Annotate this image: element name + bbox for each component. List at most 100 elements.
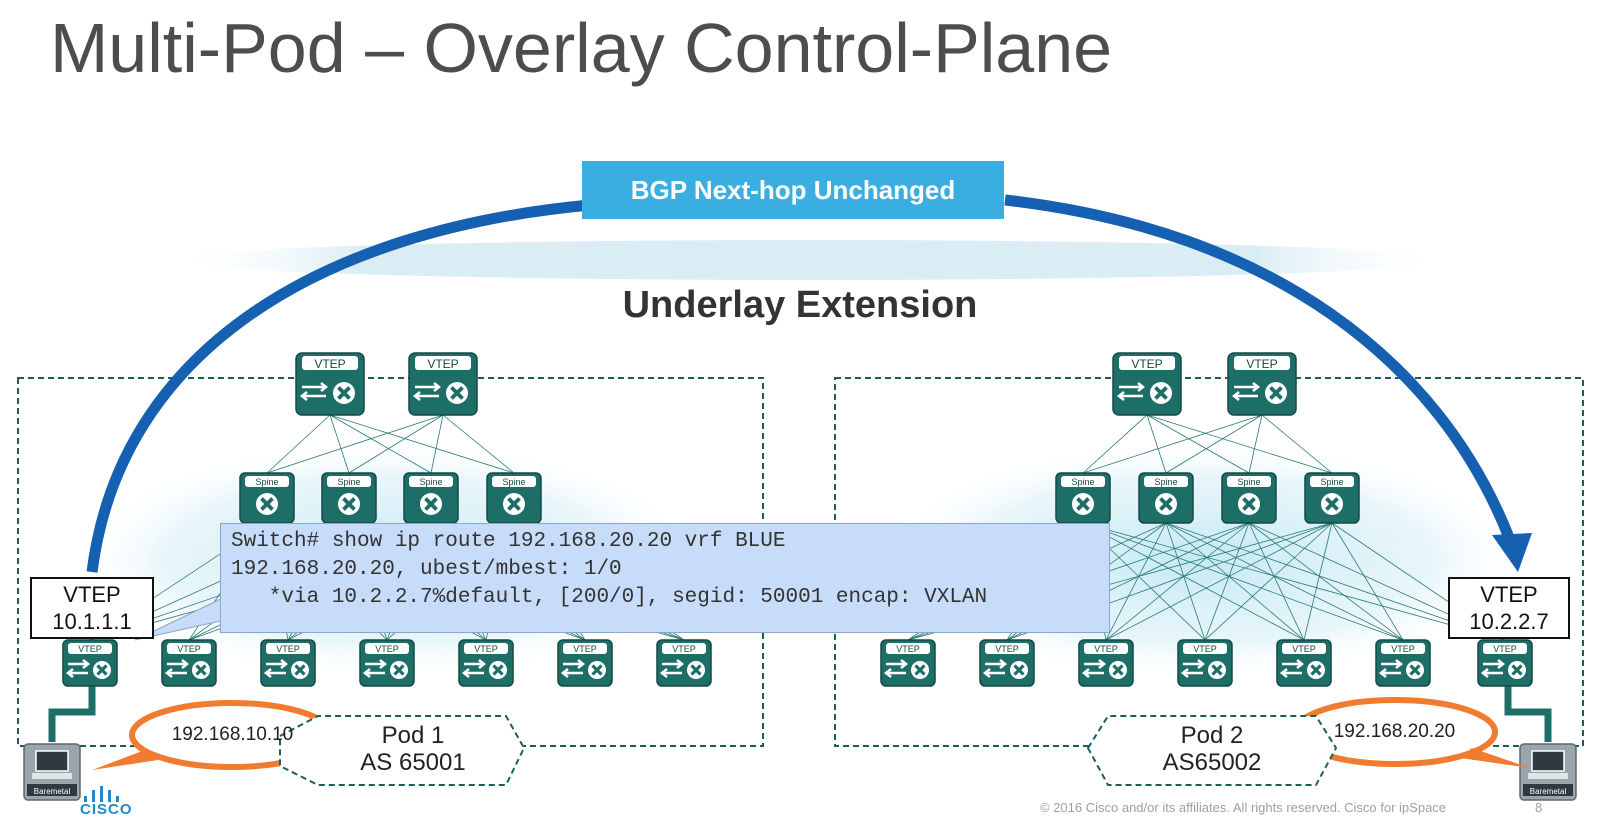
vtep-tag: VTEP [672, 644, 696, 654]
pod1-leaf-vtep-5: VTEP [458, 639, 514, 687]
pod1-label-shape [279, 715, 526, 786]
pod2-border-spine-link [1146, 414, 1250, 474]
vtep-tag: VTEP [375, 644, 399, 654]
pod1-baremetal-host: Baremetal [23, 743, 81, 801]
pod2-vtep-label: VTEP 10.2.2.7 [1448, 577, 1570, 639]
pod2-leaf-vtep-1: VTEP [880, 639, 936, 687]
vtep-tag: VTEP [276, 644, 300, 654]
pod1-leaf-vtep-2: VTEP [161, 639, 217, 687]
host2-ip: 192.168.20.20 [1333, 721, 1456, 742]
pod1-as: AS 65001 [360, 749, 466, 776]
pod2-baremetal-host: Baremetal [1519, 743, 1577, 801]
pod2-spine-leaf-link [1105, 522, 1167, 641]
vtep-tag: VTEP [1131, 357, 1162, 371]
pod2-spine-3: Spine [1221, 472, 1277, 524]
cisco-logo-bar [92, 790, 95, 802]
vtep-tag: VTEP [1193, 644, 1217, 654]
pod2-spine-1: Spine [1055, 472, 1111, 524]
pod2-label: Pod 2 AS65002 [1112, 722, 1312, 776]
pod1-spine-3: Spine [403, 472, 459, 524]
pod2-leaf-vtep-4: VTEP [1177, 639, 1233, 687]
cisco-logo-bar [108, 790, 111, 802]
cisco-logo-bar [84, 796, 87, 802]
host1-callout-tail [92, 750, 158, 770]
vtep-tag: VTEP [995, 644, 1019, 654]
pod2-label-shape [1086, 715, 1338, 786]
pod2-vtep-name: VTEP [1480, 582, 1538, 607]
bgp-arc-left [86, 199, 591, 573]
cisco-logo-bar [100, 786, 103, 802]
pod1-leaf-vtep-1: VTEP [62, 639, 118, 687]
pod2-vtep-ip: 10.2.2.7 [1469, 609, 1549, 634]
pod2-spine-leaf-link [1165, 522, 1206, 641]
pod1-border-spine-link [348, 414, 444, 474]
baremetal-tag: Baremetal [1530, 787, 1567, 796]
pod1-spine-2: Spine [321, 472, 377, 524]
slide-title: Multi-Pod – Overlay Control-Plane [50, 9, 1113, 87]
vtep-tag: VTEP [1246, 357, 1277, 371]
spine-tag: Spine [1154, 477, 1177, 487]
vtep-tag: VTEP [314, 357, 345, 371]
pod2-spine-leaf-link [1082, 522, 1506, 641]
page-number: 8 [1535, 800, 1543, 815]
vtep-tag: VTEP [1493, 644, 1517, 654]
spine-tag: Spine [255, 477, 278, 487]
vtep-tag: VTEP [1391, 644, 1415, 654]
host1-ip: 192.168.10.10 [171, 724, 294, 745]
spine-tag: Spine [502, 477, 525, 487]
vtep-tag: VTEP [573, 644, 597, 654]
pod2-spine-leaf-link [1105, 522, 1333, 641]
pod2-spine-leaf-link [1082, 522, 1404, 641]
pod1-border-vtep-2: VTEP [408, 352, 478, 416]
pod2-as: AS65002 [1162, 749, 1262, 776]
pod2-leaf-vtep-5: VTEP [1276, 639, 1332, 687]
underlay-band [170, 240, 1450, 280]
pod2-leaf-vtep-7: VTEP [1477, 639, 1533, 687]
pod1-vtep-ip: 10.1.1.1 [52, 609, 132, 634]
baremetal-tag: Baremetal [34, 787, 71, 796]
pod2-leaf-vtep-6: VTEP [1375, 639, 1431, 687]
pod2-border-spine-link [1082, 414, 1148, 474]
cli-line-2: 192.168.20.20, ubest/mbest: 1/0 [231, 558, 622, 581]
pod1-spine-1: Spine [239, 472, 295, 524]
pod1-vtep-name: VTEP [63, 582, 121, 607]
host2-callout-tail [1460, 748, 1530, 768]
bgp-arc-right [1004, 194, 1516, 542]
bgp-next-hop-banner: BGP Next-hop Unchanged [582, 161, 1004, 219]
cisco-logo-bar [116, 796, 119, 802]
pod1-leaf-vtep-3: VTEP [260, 639, 316, 687]
pod2-border-vtep-1: VTEP [1112, 352, 1182, 416]
pod1-border-spine-link [266, 414, 331, 474]
cli-output-box: Switch# show ip route 192.168.20.20 vrf … [220, 523, 1110, 633]
vtep-tag: VTEP [78, 644, 102, 654]
pod2-spine-leaf-link [1204, 522, 1333, 641]
pod1-border-vtep-1: VTEP [295, 352, 365, 416]
cisco-logo-text: CISCO [80, 801, 133, 818]
pod1-spine-4: Spine [486, 472, 542, 524]
pod1-vtep-label: VTEP 10.1.1.1 [30, 577, 154, 639]
vtep-tag: VTEP [474, 644, 498, 654]
pod1-border-spine-link [266, 414, 444, 474]
pod2-spine-leaf-link [1082, 522, 1305, 641]
pod2-border-vtep-2: VTEP [1227, 352, 1297, 416]
pod2-border-spine-link [1146, 414, 1167, 474]
pod2-spine-leaf-link [1165, 522, 1305, 641]
vtep-tag: VTEP [177, 644, 201, 654]
pod1-border-spine-link [329, 414, 432, 474]
pod2-spine-4: Spine [1304, 472, 1360, 524]
pod2-spine-leaf-link [1248, 522, 1404, 641]
pod2-leaf-vtep-3: VTEP [1078, 639, 1134, 687]
cli-line-1: Switch# show ip route 192.168.20.20 vrf … [231, 530, 786, 553]
pod1-label: Pod 1 AS 65001 [318, 722, 508, 776]
pod1-border-spine-link [329, 414, 350, 474]
pod2-border-spine-link [1165, 414, 1263, 474]
pod2-border-spine-link [1248, 414, 1263, 474]
pod2-spine-leaf-link [1248, 522, 1305, 641]
pod1-leaf-vtep-6: VTEP [557, 639, 613, 687]
pod2-spine-leaf-link [1105, 522, 1250, 641]
bgp-arrowhead [1492, 533, 1532, 572]
pod1-leaf-vtep-7: VTEP [656, 639, 712, 687]
